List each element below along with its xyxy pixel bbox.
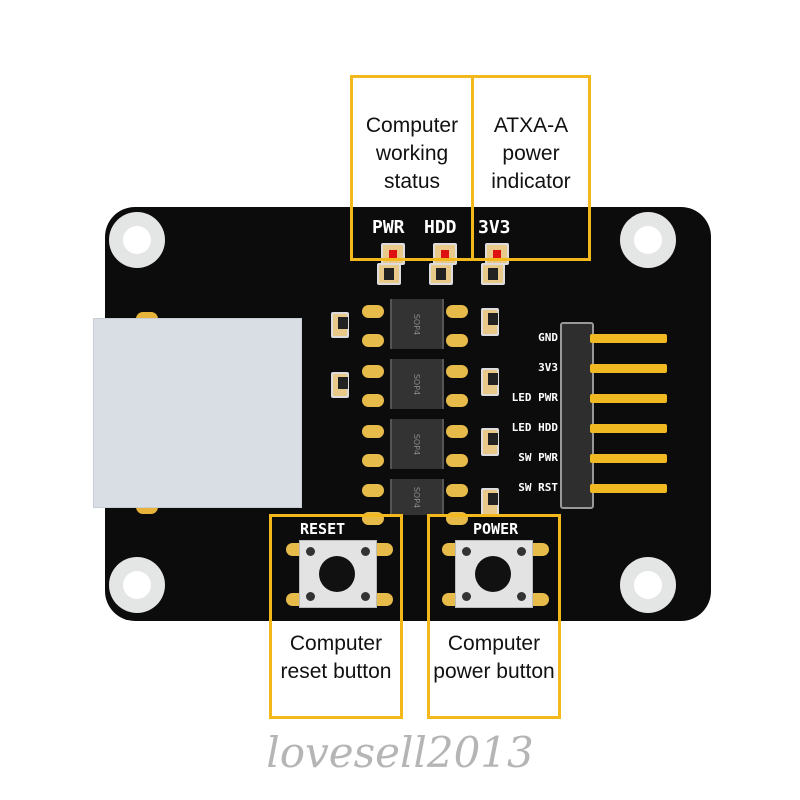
button-cap [319,556,355,592]
pin-label-sw-pwr: SW PWR [518,451,558,464]
mounting-hole [620,557,676,613]
silk-power: POWER [473,520,519,538]
button-cap [475,556,511,592]
resistor [481,368,499,396]
mounting-hole [620,212,676,268]
reset-button[interactable] [299,540,377,608]
pin-label-gnd: GND [538,331,558,344]
pin-label-sw-rst: SW RST [518,481,558,494]
connector-housing [93,318,302,508]
resistor [331,372,349,398]
resistor [377,263,401,285]
resistor [429,263,453,285]
resistor [331,312,349,338]
annotation-box-power [427,514,561,719]
chip-label: SOP4 [412,313,422,335]
optocoupler-chip: SOP4 [390,299,444,349]
header-pin [590,484,667,493]
annotation-box-reset [269,514,403,719]
pin-label-3v3: 3V3 [538,361,558,374]
optocoupler-chip: SOP4 [390,479,444,515]
mounting-hole [109,557,165,613]
header-pin [590,334,667,343]
watermark: lovesell2013 [266,728,534,777]
power-button[interactable] [455,540,533,608]
silk-hdd: HDD [424,217,457,238]
chip-label: SOP4 [412,433,422,455]
header-pin [590,394,667,403]
pin-label-led-pwr: LED PWR [511,391,558,404]
resistor [481,263,505,285]
pin-label-led-hdd: LED HDD [511,421,558,434]
annotation-reset-button: Computer reset button [272,630,400,686]
annotation-power-indicator: ATXA-A power indicator [491,114,571,193]
annotation-working-status: Computer working status [365,114,459,193]
header-pin [590,364,667,373]
annotation-box-indicator [471,75,591,261]
header-pin [590,454,667,463]
resistor [481,308,499,336]
pin-header [560,322,594,509]
header-pin [590,424,667,433]
silk-3v3: 3V3 [478,217,511,238]
silk-pwr: PWR [372,217,405,238]
silk-reset: RESET [300,520,346,538]
mounting-hole [109,212,165,268]
optocoupler-chip: SOP4 [390,359,444,409]
chip-label: SOP4 [412,373,422,395]
optocoupler-chip: SOP4 [390,419,444,469]
annotation-power-button: Computer power button [430,630,558,686]
resistor [481,428,499,456]
chip-label: SOP4 [412,486,422,508]
